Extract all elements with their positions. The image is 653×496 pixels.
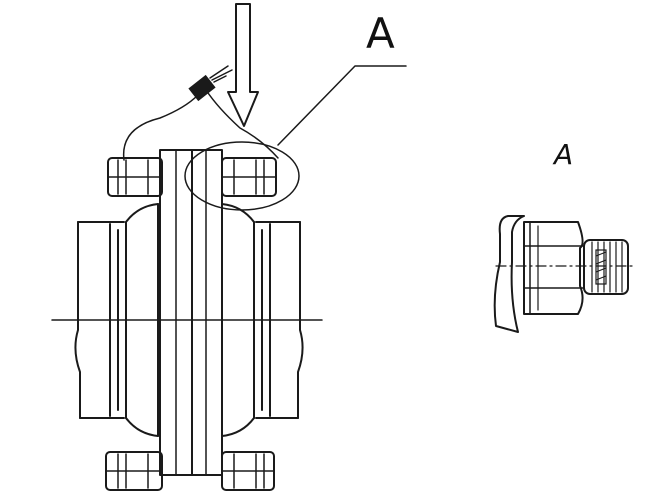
gasket-plates xyxy=(159,149,223,476)
detail-threaded-stud xyxy=(583,239,629,295)
bottom-bolt-left xyxy=(105,451,163,491)
seal-clip-icon xyxy=(188,65,233,102)
detail-plate xyxy=(493,215,525,333)
seal-wire xyxy=(122,89,279,161)
down-arrow-icon xyxy=(227,3,259,127)
top-bolt-left xyxy=(107,157,163,197)
detail-title: A xyxy=(552,138,573,171)
bottom-bolt-right xyxy=(221,451,275,491)
callout-leader xyxy=(277,65,407,146)
detail-circle xyxy=(184,141,300,211)
detail-view-a: A xyxy=(493,138,637,333)
callout-label: A xyxy=(366,9,395,58)
detail-hex-nut xyxy=(523,221,585,315)
flange-assembly: A xyxy=(51,3,407,491)
top-bolt-right xyxy=(221,157,277,197)
